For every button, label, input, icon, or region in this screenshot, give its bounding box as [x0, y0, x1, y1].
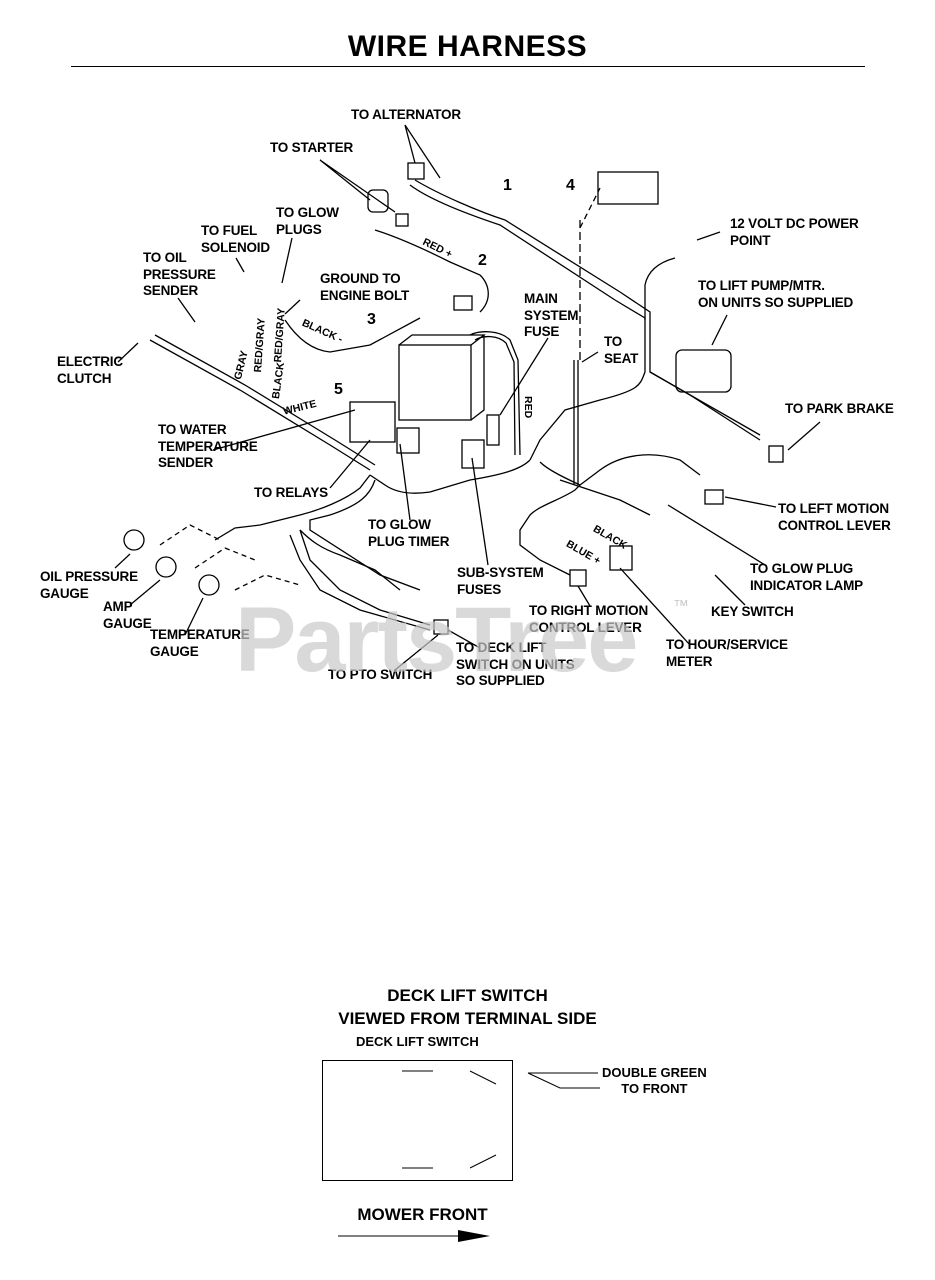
mower-front-label: MOWER FRONT — [357, 1205, 488, 1224]
label-relays: TO RELAYS — [254, 485, 328, 500]
watermark: PartsTree — [235, 589, 638, 691]
watermark-trademark: ™ — [673, 598, 689, 615]
deck-heading-1: DECK LIFT SWITCH — [387, 986, 548, 1005]
callout-4: 4 — [566, 177, 575, 194]
label-right-motion: TO RIGHT MOTION CONTROL LEVER — [529, 603, 648, 635]
label-lift-pump: TO LIFT PUMP/MTR. ON UNITS SO SUPPLIED — [698, 278, 854, 310]
label-main-fuse: MAIN SYSTEM FUSE — [524, 291, 579, 339]
label-oil-pressure-sender: TO OIL PRESSURE SENDER — [143, 250, 216, 298]
wire-label-red: RED — [522, 396, 534, 419]
title-rule — [71, 66, 865, 67]
deck-double-green: DOUBLE GREEN TO FRONT — [602, 1065, 707, 1096]
label-amp-gauge: AMP GAUGE — [103, 599, 152, 631]
label-deck-lift: TO DECK LIFT SWITCH ON UNITS SO SUPPLIED — [456, 640, 575, 688]
deck-heading-2: VIEWED FROM TERMINAL SIDE — [338, 1009, 597, 1028]
label-fuel-solenoid: TO FUEL SOLENOID — [201, 223, 270, 255]
label-alternator: TO ALTERNATOR — [351, 107, 461, 122]
callout-3: 3 — [367, 311, 376, 328]
callout-2: 2 — [478, 252, 487, 269]
deck-lift-switch-box — [322, 1060, 513, 1181]
callout-1: 1 — [503, 177, 512, 194]
label-starter: TO STARTER — [270, 140, 354, 155]
label-seat: TO SEAT — [604, 334, 639, 366]
label-hour-meter: TO HOUR/SERVICE METER — [666, 637, 788, 669]
label-water-temp: TO WATER TEMPERATURE SENDER — [158, 422, 258, 470]
label-key-switch: KEY SWITCH — [711, 604, 794, 619]
label-ground: GROUND TO ENGINE BOLT — [320, 271, 410, 303]
label-left-motion: TO LEFT MOTION CONTROL LEVER — [778, 501, 891, 533]
label-oil-gauge: OIL PRESSURE GAUGE — [40, 569, 138, 601]
callout-5: 5 — [334, 381, 343, 398]
page-title: WIRE HARNESS — [347, 30, 588, 63]
label-subsystem-fuses: SUB-SYSTEM FUSES — [457, 565, 544, 597]
deck-box-label: DECK LIFT SWITCH — [356, 1034, 479, 1049]
label-power-point: 12 VOLT DC POWER POINT — [730, 216, 859, 248]
label-glow-plugs: TO GLOW PLUGS — [276, 205, 339, 237]
label-pto-switch: TO PTO SWITCH — [328, 667, 433, 682]
label-electric-clutch: ELECTRIC CLUTCH — [57, 354, 123, 386]
label-glow-lamp: TO GLOW PLUG INDICATOR LAMP — [750, 561, 863, 593]
label-temp-gauge: TEMPERATURE GAUGE — [150, 627, 250, 659]
label-park-brake: TO PARK BRAKE — [785, 401, 894, 416]
label-glow-timer: TO GLOW PLUG TIMER — [368, 517, 450, 549]
